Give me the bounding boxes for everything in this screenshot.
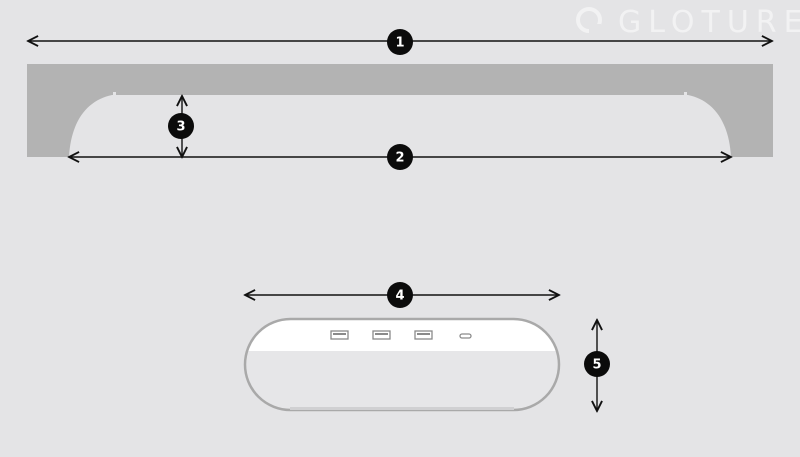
dimension-badge-3 <box>168 113 194 139</box>
usb-a-port-icon <box>330 330 349 340</box>
usb-a-port-icon <box>372 330 391 340</box>
dimension-5: 5 <box>584 320 610 411</box>
dimension-label-2: 2 <box>395 151 404 166</box>
dimension-4: 4 <box>245 282 559 308</box>
dimension-label-4: 4 <box>395 289 404 304</box>
dimension-badge-5 <box>584 351 610 377</box>
power-strip-device <box>243 317 561 412</box>
usb-a-port-icon <box>414 330 433 340</box>
usb-c-port-icon <box>459 333 472 339</box>
dimension-badge-1 <box>387 29 413 55</box>
desk-shelf-shape <box>27 64 773 157</box>
device-foot <box>290 407 514 410</box>
dimension-label-5: 5 <box>592 358 601 373</box>
shelf-clip-left <box>113 92 116 96</box>
dimension-3: 3 <box>168 96 194 157</box>
port-row <box>330 330 472 340</box>
watermark-text: GLOTURE <box>618 5 800 40</box>
dimension-label-3: 3 <box>176 120 185 135</box>
dimension-1: 1 <box>28 29 772 55</box>
dimension-label-1: 1 <box>395 36 404 51</box>
shelf-clip-right <box>684 92 687 96</box>
dimension-badge-2 <box>387 144 413 170</box>
dimension-badge-4 <box>387 282 413 308</box>
brand-watermark: GLOTURE <box>576 5 800 40</box>
gloture-logo-icon <box>576 7 602 34</box>
dimension-2: 2 <box>69 144 731 170</box>
device-top-panel <box>245 319 559 351</box>
